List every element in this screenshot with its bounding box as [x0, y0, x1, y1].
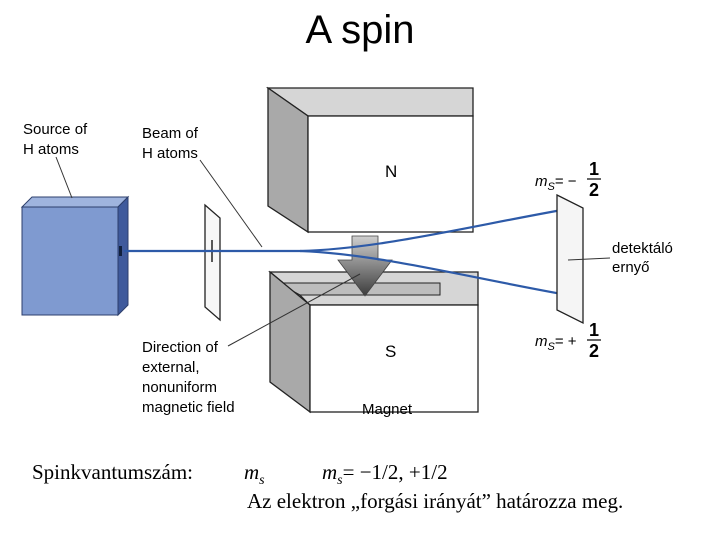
stern-gerlach-diagram: Source of H atoms Beam of H atoms N S Di…	[20, 86, 677, 418]
spin-quantum-number-label: Spinkvantumszám:	[32, 460, 193, 484]
magnet-north	[265, 86, 474, 234]
source-box	[20, 195, 130, 317]
source-box-front	[21, 206, 119, 316]
svg-text:1: 1	[589, 159, 599, 179]
magnet-label: Magnet	[362, 401, 413, 418]
spin-description: Az elektron „forgási irányát” határozza …	[247, 489, 624, 513]
svg-text:2: 2	[589, 180, 599, 200]
slide-title: A spin	[305, 8, 415, 52]
field-arrow	[337, 235, 393, 297]
svg-text:2: 2	[589, 341, 599, 361]
ms-minus-half: mS= − 1 2	[535, 159, 601, 200]
magnet-south	[268, 270, 479, 414]
atom-beams	[124, 206, 574, 298]
pointer-lines	[55, 156, 611, 347]
ms-plus-half: mS= + 1 2	[535, 320, 601, 361]
spin-values: ms= −1/2, +1/2	[322, 460, 448, 489]
beam-label: Beam of H atoms	[142, 125, 202, 162]
beam-lower	[299, 249, 574, 298]
source-aperture	[119, 246, 122, 256]
field-direction-label: Direction of external, nonuniform magnet…	[142, 339, 235, 416]
svg-text:mS= +: mS= +	[535, 333, 577, 353]
south-pole-label: S	[385, 342, 396, 361]
collimator-plate	[204, 203, 221, 322]
svg-text:1: 1	[589, 320, 599, 340]
north-pole-label: N	[385, 162, 397, 181]
detector-screen	[556, 193, 584, 325]
svg-text:mS= −: mS= −	[535, 173, 577, 193]
beam-upper	[299, 206, 574, 253]
spin-symbol: ms	[244, 460, 265, 489]
source-label: Source of H atoms	[23, 121, 91, 158]
source-box-side	[117, 195, 129, 317]
source-box-top	[20, 196, 130, 208]
screen-label: detektáló ernyő	[612, 240, 677, 276]
